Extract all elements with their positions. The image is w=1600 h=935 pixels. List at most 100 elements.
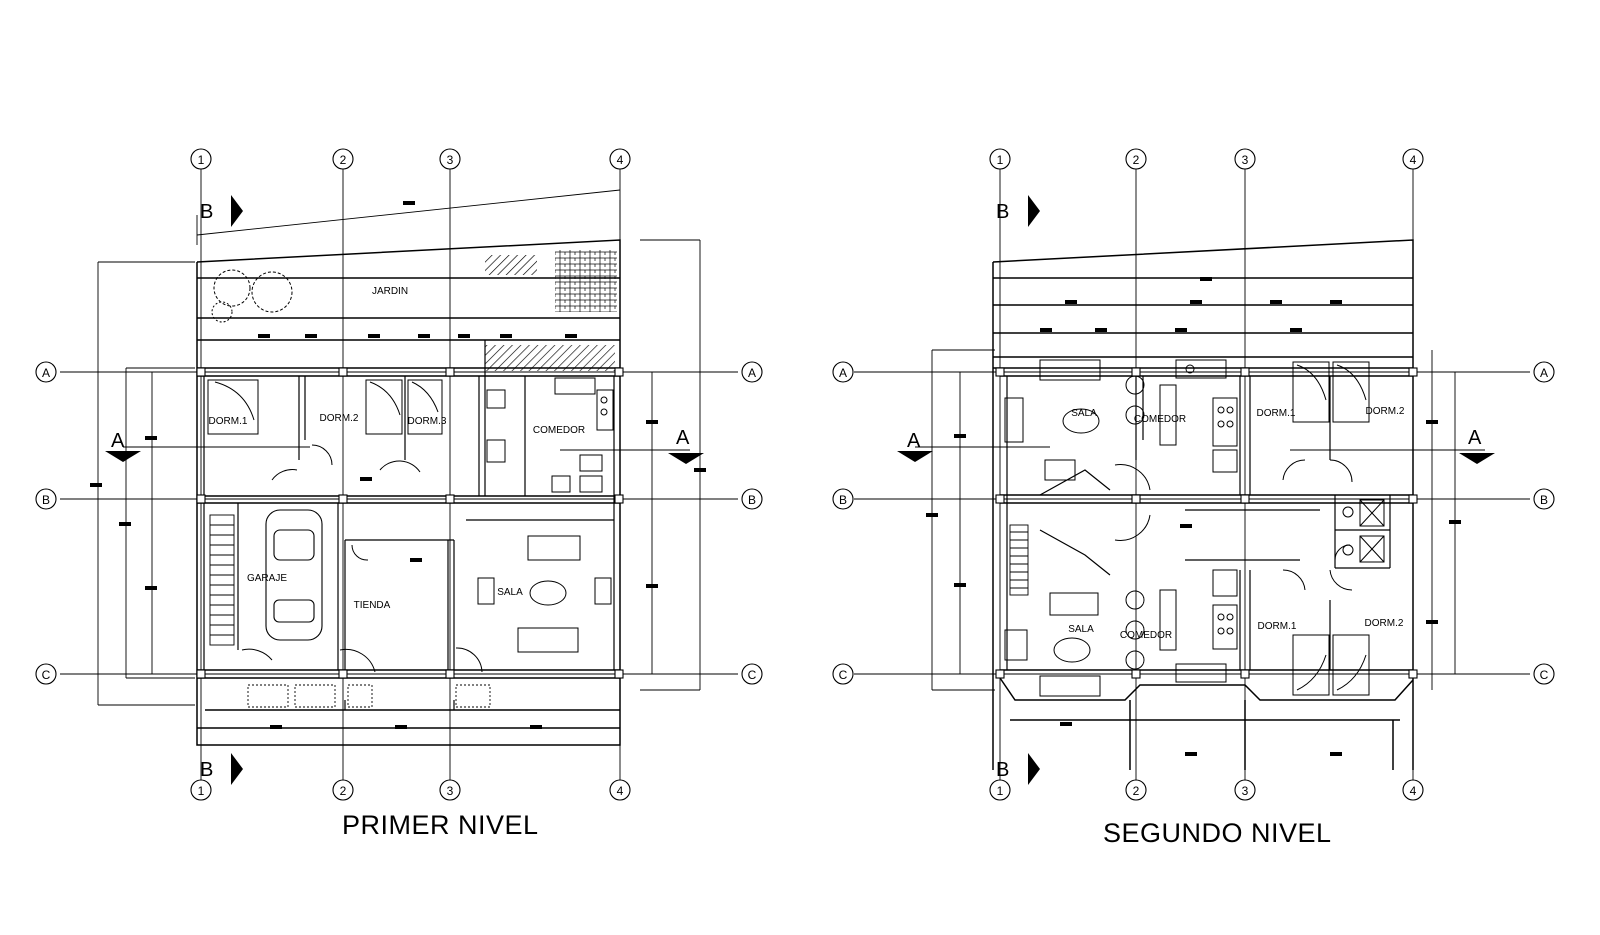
axis-label: 3 [447,784,454,798]
plan-title-primer-nivel: PRIMER NIVEL [342,810,539,840]
axis-label: A [1540,366,1548,380]
axis-bubble [1402,148,1424,170]
axis-label: A [748,366,756,380]
car-icon [265,509,323,641]
room-label: DORM.2 [1365,618,1404,629]
axis-labels-plan2: 1 2 3 4 1 2 3 4 A B C A B C [839,153,1549,798]
axis-grid-lines [60,168,738,780]
room-label: DORM.2 [320,413,359,424]
structural-columns [196,367,624,679]
room-label: DORM.2 [1366,406,1405,417]
section-labels-plan2: A A B B [907,201,1482,781]
outer-walls [196,239,621,746]
axis-label: 3 [1242,784,1249,798]
axis-bubble [609,779,631,801]
axis-label: 1 [997,153,1004,167]
room-label: COMEDOR [1134,414,1186,425]
axis-label: C [839,668,848,682]
axis-bubble [741,663,763,685]
axis-label: C [748,668,757,682]
section-label: A [1468,427,1482,449]
door-swing [1114,459,1353,591]
axis-bubble [1533,361,1555,383]
room-label: DORM.3 [408,416,447,427]
axis-label: B [1540,493,1548,507]
room-label: SALA [497,587,523,598]
axis-grid-lines [854,168,1530,780]
room-label: DORM.1 [209,416,248,427]
axis-label: 2 [1133,153,1140,167]
axis-bubble [1234,148,1256,170]
section-label: A [676,427,690,449]
dimension-lines [931,349,1456,691]
room-label: DORM.1 [1258,621,1297,632]
axis-label: A [839,366,847,380]
axis-bubble [35,663,57,685]
room-label: COMEDOR [1120,630,1172,641]
axis-bubble [989,779,1011,801]
axis-bubble [35,361,57,383]
axis-bubble [1533,488,1555,510]
dimension-ticks [926,277,1461,756]
axis-label: 4 [1410,153,1417,167]
section-label: B [200,759,213,781]
room-label: COMEDOR [533,425,585,436]
section-label: B [996,201,1009,223]
axis-label: 4 [617,784,624,798]
axis-bubble [190,148,212,170]
axis-bubble [609,148,631,170]
stairs [209,514,235,646]
axis-bubble [832,663,854,685]
section-label: A [907,430,921,452]
outer-walls [992,239,1414,770]
axis-bubble [1234,779,1256,801]
axis-bubble [332,779,354,801]
axis-label: 2 [1133,784,1140,798]
stairs [1009,524,1029,596]
dimension-lines [97,189,701,706]
axis-label: B [839,493,847,507]
axis-bubble [832,361,854,383]
section-labels-plan1: A A B B [111,201,690,781]
axis-bubble [35,488,57,510]
section-label: B [996,759,1009,781]
axis-label: A [42,366,50,380]
axis-label: 2 [340,153,347,167]
room-label: TIENDA [354,600,391,611]
axis-labels-plan1: 1 2 3 4 1 2 3 4 A B C A B C [42,153,757,798]
axis-bubble [741,361,763,383]
axis-bubble [439,148,461,170]
structural-columns [995,367,1418,679]
axis-bubble [439,779,461,801]
axis-label: 3 [1242,153,1249,167]
bed-icon [1292,361,1370,696]
axis-label: 1 [198,784,205,798]
axis-bubble [1125,148,1147,170]
kitchen-furniture [477,377,614,653]
axis-bubble [832,488,854,510]
axis-label: 2 [340,784,347,798]
dimension-ticks [90,201,706,729]
axis-label: 1 [997,784,1004,798]
interior-walls [203,340,615,710]
bathroom-fixtures [1342,499,1385,563]
primer-nivel-plan [60,168,738,785]
segundo-nivel-plan [854,168,1530,785]
room-labels-plan2: SALA COMEDOR DORM.1 DORM.2 SALA COMEDOR … [1068,406,1405,641]
axis-label: B [42,493,50,507]
planters [247,684,491,708]
room-labels-plan1: JARDIN DORM.1 DORM.2 DORM.3 COMEDOR GARA… [209,286,586,611]
axis-label: B [748,493,756,507]
axis-bubble [332,148,354,170]
axis-bubble [1125,779,1147,801]
room-label: DORM.1 [1257,408,1296,419]
axis-label: C [42,668,51,682]
room-label: SALA [1071,408,1097,419]
section-label: A [111,430,125,452]
axis-bubble [989,148,1011,170]
axis-bubble [1533,663,1555,685]
bed-icon [207,379,443,435]
axis-bubble [190,779,212,801]
interior-walls [1006,376,1391,670]
